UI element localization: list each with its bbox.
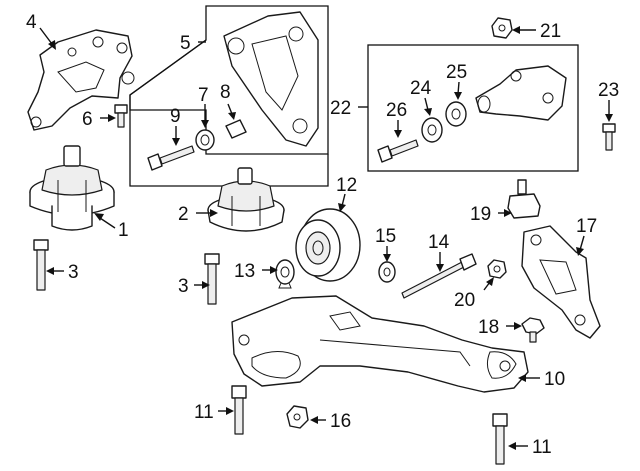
bracket-part-22-arm <box>475 65 567 121</box>
bushing-part-24 <box>421 117 443 143</box>
bolt-part-11-right <box>492 413 508 465</box>
bolt-part-3-center <box>204 253 220 305</box>
callout-11-left: 11 <box>194 402 214 423</box>
bolt-part-23 <box>602 123 616 151</box>
callout-21: 21 <box>540 21 561 42</box>
callout-17: 17 <box>576 216 597 237</box>
nut-part-21 <box>491 17 513 39</box>
bolt-part-26 <box>377 139 419 163</box>
bolt-part-11-left <box>231 385 247 435</box>
callout-10: 10 <box>544 369 565 390</box>
bolt-part-18 <box>521 317 545 343</box>
leader-lines <box>39 26 613 450</box>
mount-part-12 <box>295 208 361 282</box>
callout-11-right: 11 <box>532 437 552 458</box>
engine-mount-part-2 <box>207 167 285 232</box>
washer-part-15 <box>378 261 396 283</box>
callout-12: 12 <box>336 175 357 196</box>
nut-part-16 <box>286 405 309 429</box>
nut-part-20 <box>487 259 507 279</box>
crossmember-part-10 <box>231 295 529 393</box>
callout-9: 9 <box>170 106 181 127</box>
bushing-part-25 <box>445 101 467 127</box>
callout-1: 1 <box>118 220 129 241</box>
bushing-part-7 <box>195 129 215 151</box>
callout-20: 20 <box>454 290 475 311</box>
callout-8: 8 <box>220 82 231 103</box>
callout-24: 24 <box>410 78 432 99</box>
callout-13: 13 <box>234 261 255 282</box>
callout-3-left: 3 <box>68 262 79 283</box>
callout-2: 2 <box>178 204 189 225</box>
callout-19: 19 <box>470 204 491 225</box>
callout-5: 5 <box>180 33 191 54</box>
callout-25: 25 <box>446 62 467 83</box>
callout-23: 23 <box>598 80 619 101</box>
callout-15: 15 <box>375 226 396 247</box>
callout-26: 26 <box>386 100 407 121</box>
callout-22: 22 <box>330 98 351 119</box>
callout-14: 14 <box>428 232 450 253</box>
engine-mount-part-1 <box>29 145 115 231</box>
callout-4: 4 <box>26 12 37 33</box>
stud-part-14 <box>401 253 477 299</box>
sleeve-part-8 <box>225 119 247 139</box>
callout-3-center: 3 <box>178 276 189 297</box>
bolt-part-3-left <box>33 239 49 291</box>
engine-bracket-part-4 <box>27 29 135 131</box>
damper-part-13 <box>275 259 295 289</box>
callout-7: 7 <box>198 85 209 106</box>
callout-6: 6 <box>82 109 93 130</box>
mount-part-19 <box>507 179 541 219</box>
bolt-part-9 <box>147 145 195 171</box>
callout-numbers: 1 2 3 3 4 5 6 7 8 9 10 11 11 12 13 14 15… <box>26 12 619 458</box>
group-box-5-outline <box>129 39 329 187</box>
group-box-22 <box>367 44 579 172</box>
mount-bracket-part-5 <box>223 11 319 147</box>
callout-16: 16 <box>330 411 351 432</box>
bolt-part-6 <box>114 104 128 128</box>
bracket-part-17 <box>521 225 601 339</box>
callout-18: 18 <box>478 317 499 338</box>
